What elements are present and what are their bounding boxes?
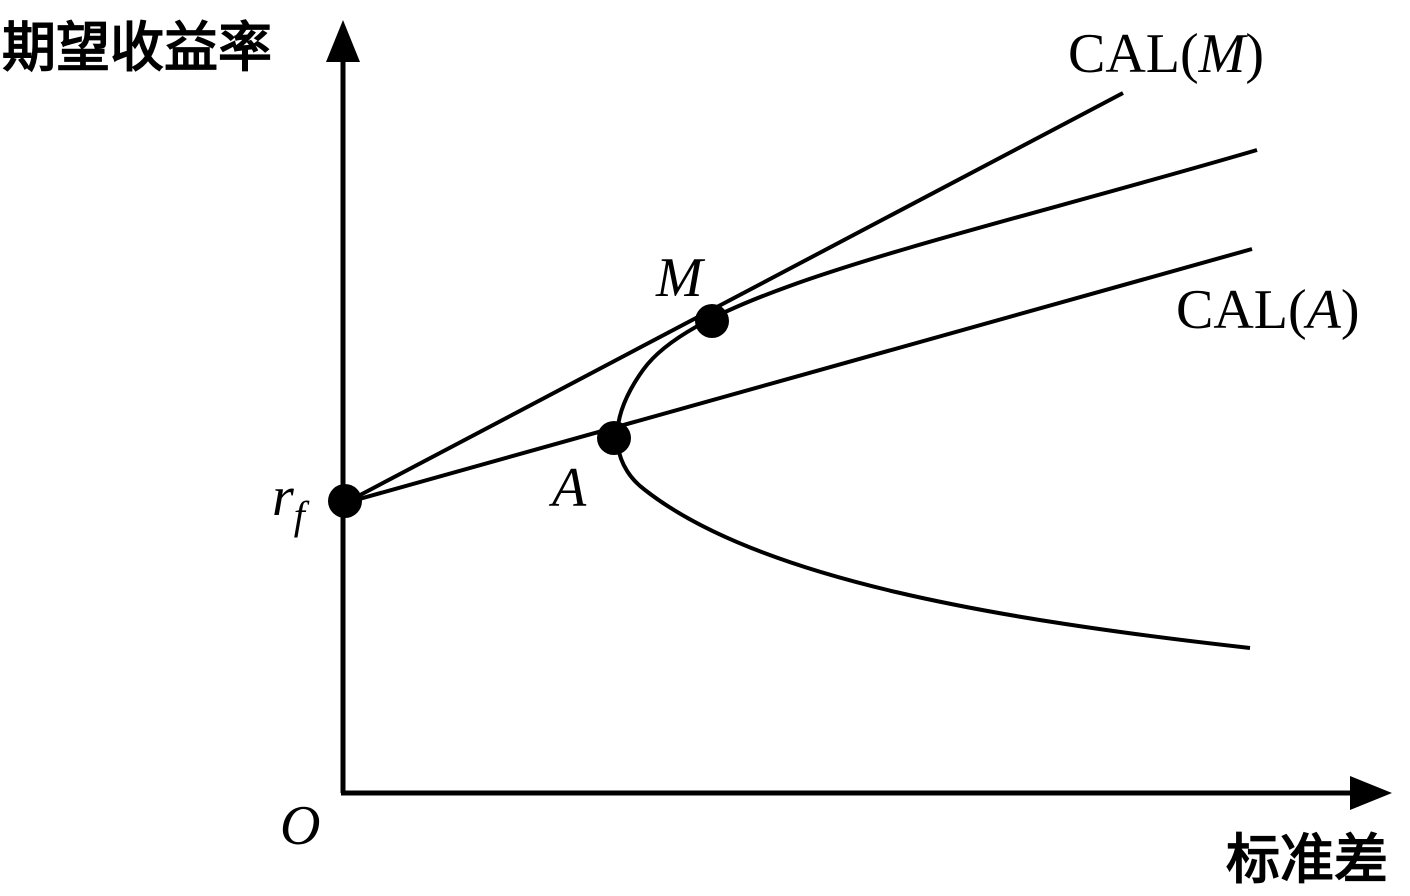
cal-a-line [344, 247, 1253, 505]
origin-label: O [280, 795, 320, 857]
cal-m-prefix: CAL( [1068, 23, 1199, 85]
rf-label-subscript: f [294, 493, 310, 538]
point-a-label: A [548, 457, 587, 519]
cal-a-label: CAL(A) [1176, 279, 1360, 341]
x-axis-label: 标准差 [1226, 828, 1388, 891]
x-axis-arrowhead [1350, 776, 1392, 810]
rf-label: rf [272, 466, 310, 538]
point-a [597, 421, 631, 455]
cal-m-suffix: ) [1245, 23, 1264, 85]
cal-a-suffix: ) [1341, 279, 1360, 341]
cal-m-var: M [1198, 23, 1249, 85]
point-m-label: M [655, 247, 706, 309]
rf-label-main: r [272, 466, 294, 528]
point-rf [328, 484, 362, 518]
cal-a-prefix: CAL( [1176, 279, 1307, 341]
cal-m-label: CAL(M) [1068, 23, 1264, 85]
cal-m-line [344, 91, 1124, 505]
cal-a-var: A [1303, 279, 1342, 341]
y-axis-arrowhead [326, 20, 360, 62]
y-axis-label: 期望收益率 [2, 16, 272, 79]
point-m [695, 304, 729, 338]
